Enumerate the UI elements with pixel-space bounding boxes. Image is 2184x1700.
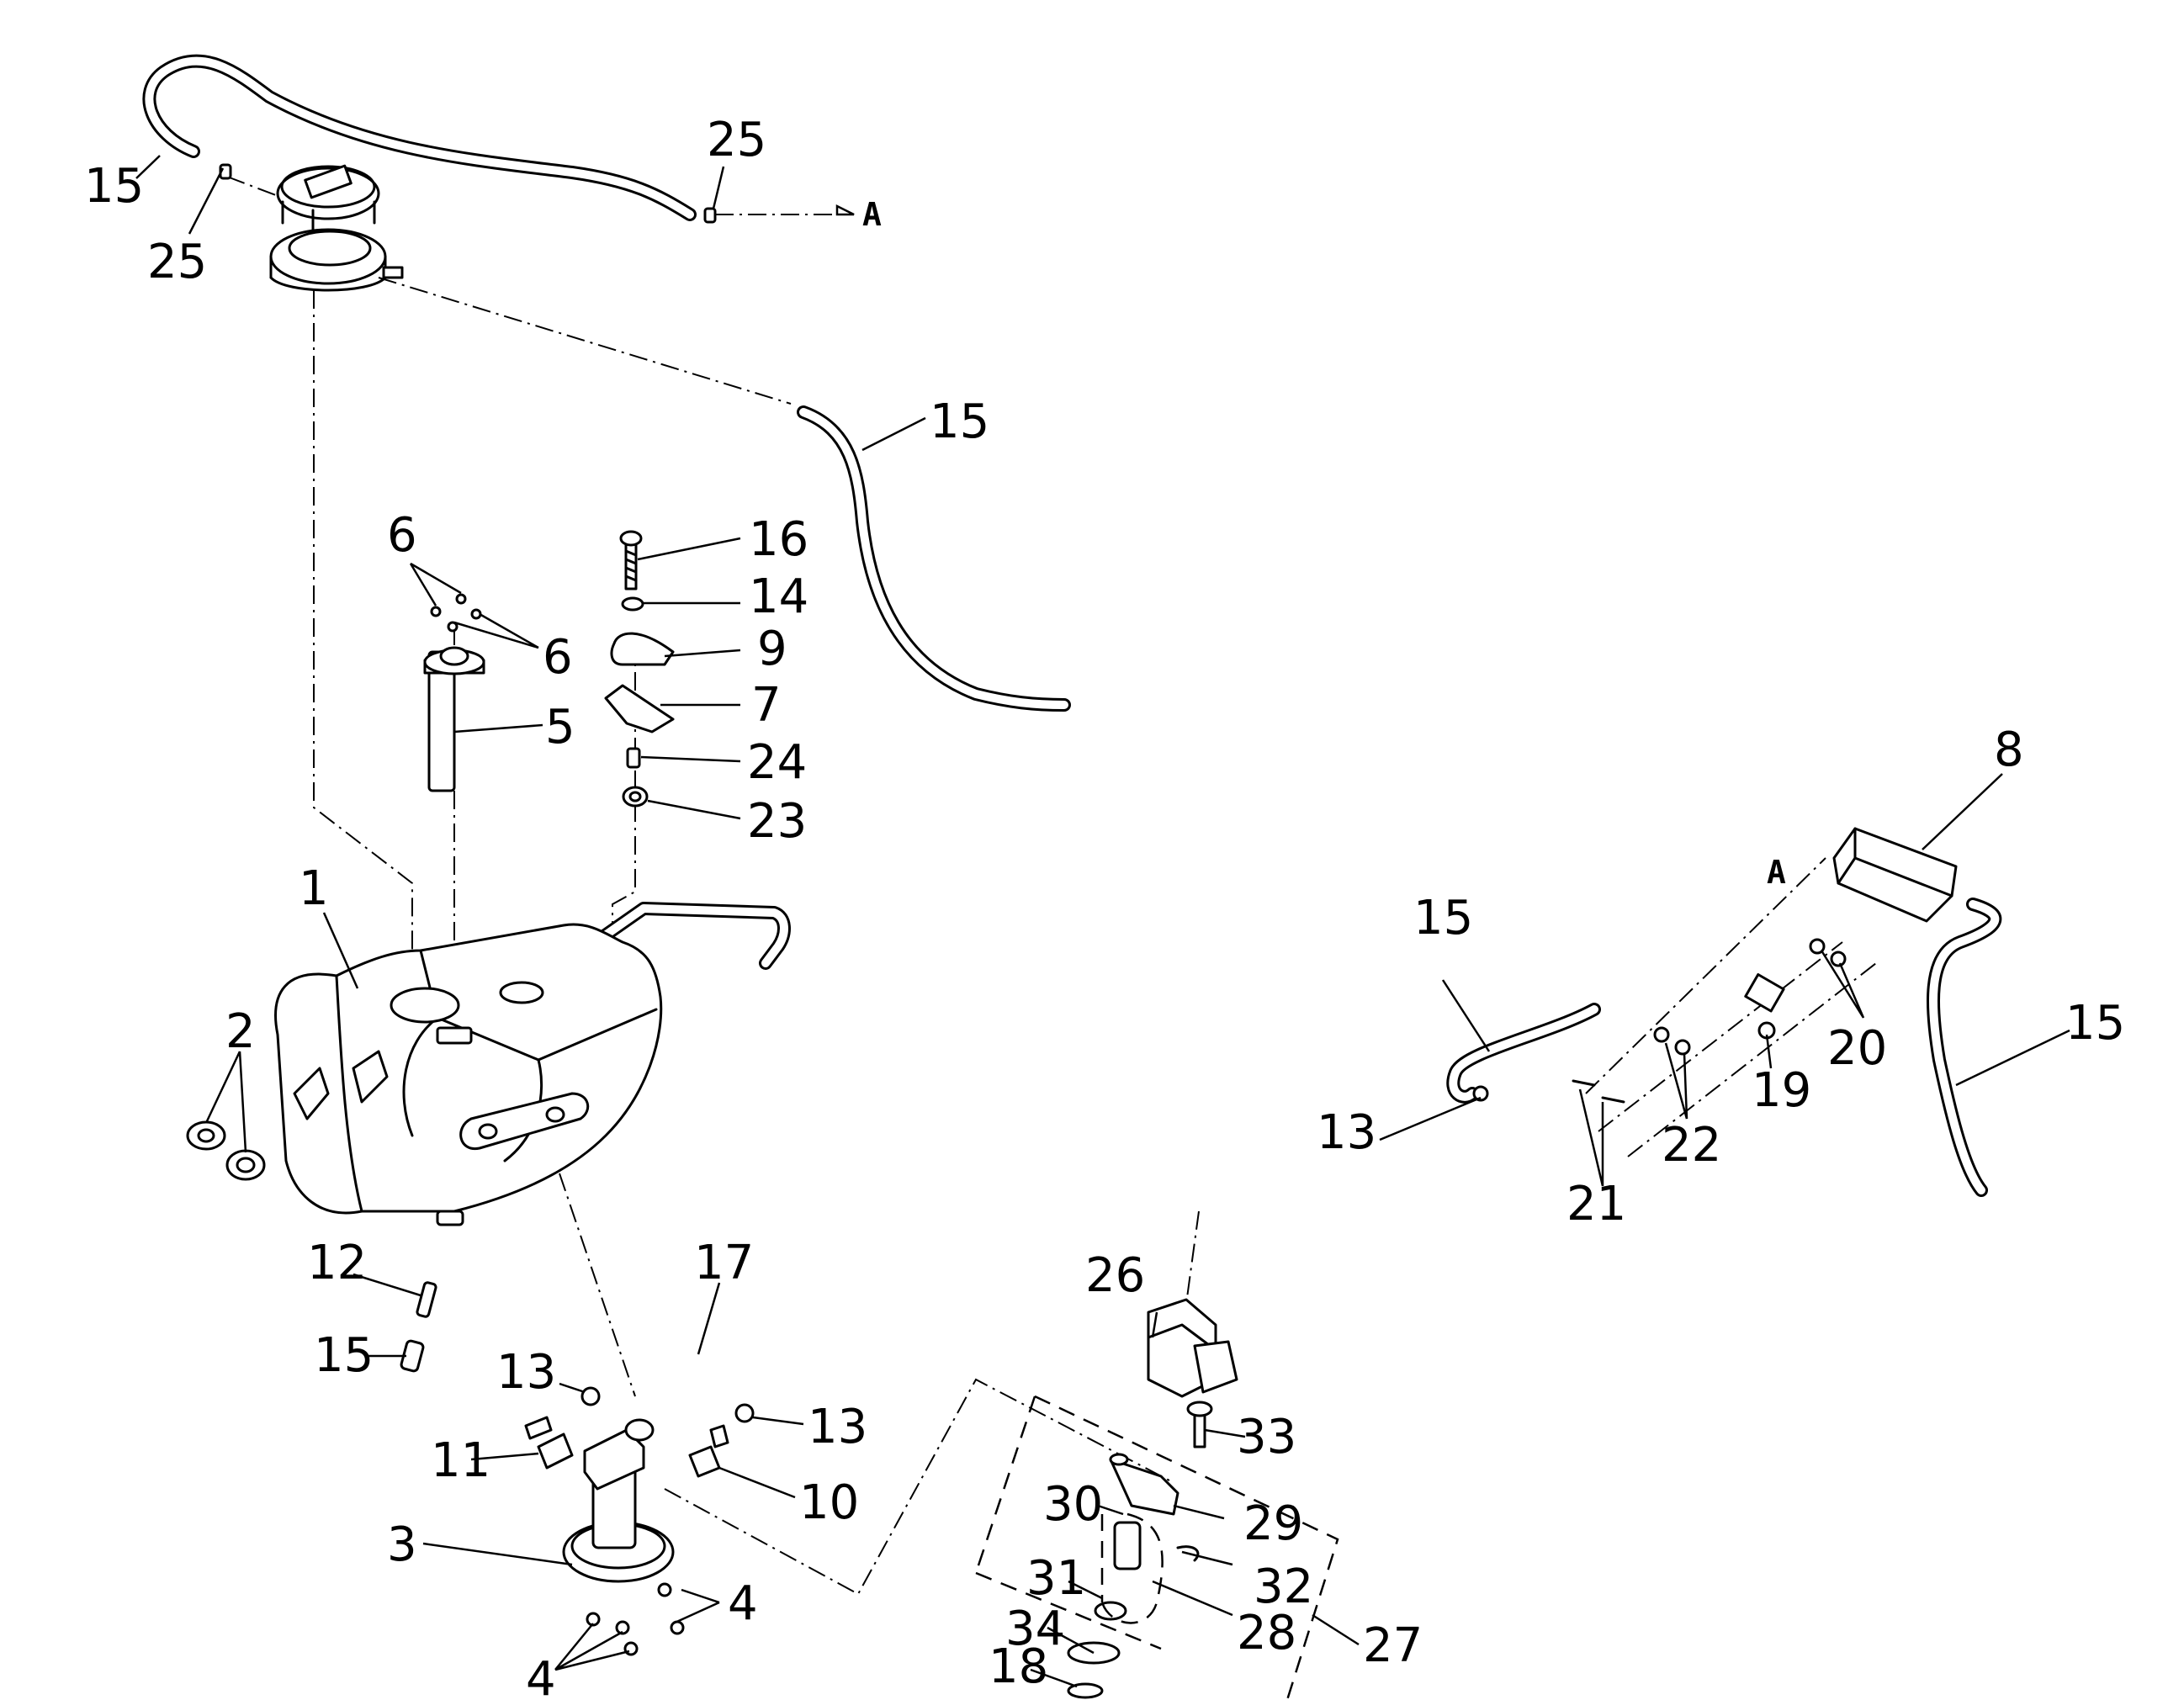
callout-15: 15 xyxy=(1413,891,1473,945)
callout-15: 15 xyxy=(930,395,989,449)
callout-14: 14 xyxy=(749,569,808,624)
bolt-stack xyxy=(604,530,675,808)
fuel-cap-assembly xyxy=(219,163,717,292)
reference-letter-a-right: A xyxy=(1767,854,1786,891)
small-fittings xyxy=(400,1281,755,1423)
callout-15: 15 xyxy=(314,1328,374,1383)
callout-26: 26 xyxy=(1085,1248,1145,1303)
callout-27: 27 xyxy=(1363,1618,1423,1673)
callout-3: 3 xyxy=(387,1517,417,1572)
callout-32: 32 xyxy=(1254,1560,1313,1614)
callout-16: 16 xyxy=(749,512,808,567)
valve-assembly xyxy=(1067,1298,1238,1699)
sender-tube xyxy=(423,593,485,792)
fuel-tank xyxy=(274,923,663,1226)
callout-6: 6 xyxy=(543,630,573,685)
callout-30: 30 xyxy=(1043,1477,1103,1532)
callout-10: 10 xyxy=(799,1475,859,1530)
callout-13: 13 xyxy=(496,1345,556,1400)
callout-15: 15 xyxy=(84,159,144,214)
callout-4: 4 xyxy=(728,1576,758,1631)
callout-33: 33 xyxy=(1237,1410,1296,1464)
callout-17: 17 xyxy=(694,1236,754,1290)
hose-middle xyxy=(797,405,1071,712)
callout-11: 11 xyxy=(431,1433,490,1488)
hose-top xyxy=(142,54,697,221)
grommets xyxy=(186,1120,266,1181)
callout-34: 34 xyxy=(1005,1602,1065,1656)
reference-letter-a-top: A xyxy=(862,196,882,233)
callout-1: 1 xyxy=(299,861,329,916)
callout-22: 22 xyxy=(1662,1118,1721,1173)
callout-12: 12 xyxy=(307,1236,367,1290)
callout-9: 9 xyxy=(757,622,787,676)
callout-13: 13 xyxy=(1317,1105,1376,1160)
callout-29: 29 xyxy=(1243,1496,1303,1551)
callout-24: 24 xyxy=(747,735,807,790)
callout-labels: 15 25 25 15 16 14 9 7 24 23 6 6 5 1 2 12… xyxy=(84,113,2125,1700)
callout-31: 31 xyxy=(1026,1551,1086,1606)
callout-8: 8 xyxy=(1994,723,2024,777)
hoses xyxy=(142,54,2002,1197)
callout-20: 20 xyxy=(1827,1021,1887,1076)
callout-21: 21 xyxy=(1566,1177,1626,1231)
callout-5: 5 xyxy=(545,700,575,755)
callout-2: 2 xyxy=(225,1004,256,1059)
callout-4: 4 xyxy=(526,1652,556,1700)
callout-25: 25 xyxy=(147,235,207,289)
callout-15: 15 xyxy=(2065,996,2125,1051)
fuel-pump xyxy=(524,1416,729,1656)
callout-25: 25 xyxy=(707,113,766,167)
callout-18: 18 xyxy=(989,1639,1048,1694)
canister-assembly xyxy=(1472,827,1958,1104)
callout-28: 28 xyxy=(1237,1606,1296,1660)
callout-19: 19 xyxy=(1752,1063,1811,1118)
callout-13: 13 xyxy=(808,1400,867,1454)
leader-lines xyxy=(135,155,2070,1688)
callout-7: 7 xyxy=(751,678,782,733)
callout-23: 23 xyxy=(747,794,807,849)
callout-6: 6 xyxy=(387,508,417,563)
